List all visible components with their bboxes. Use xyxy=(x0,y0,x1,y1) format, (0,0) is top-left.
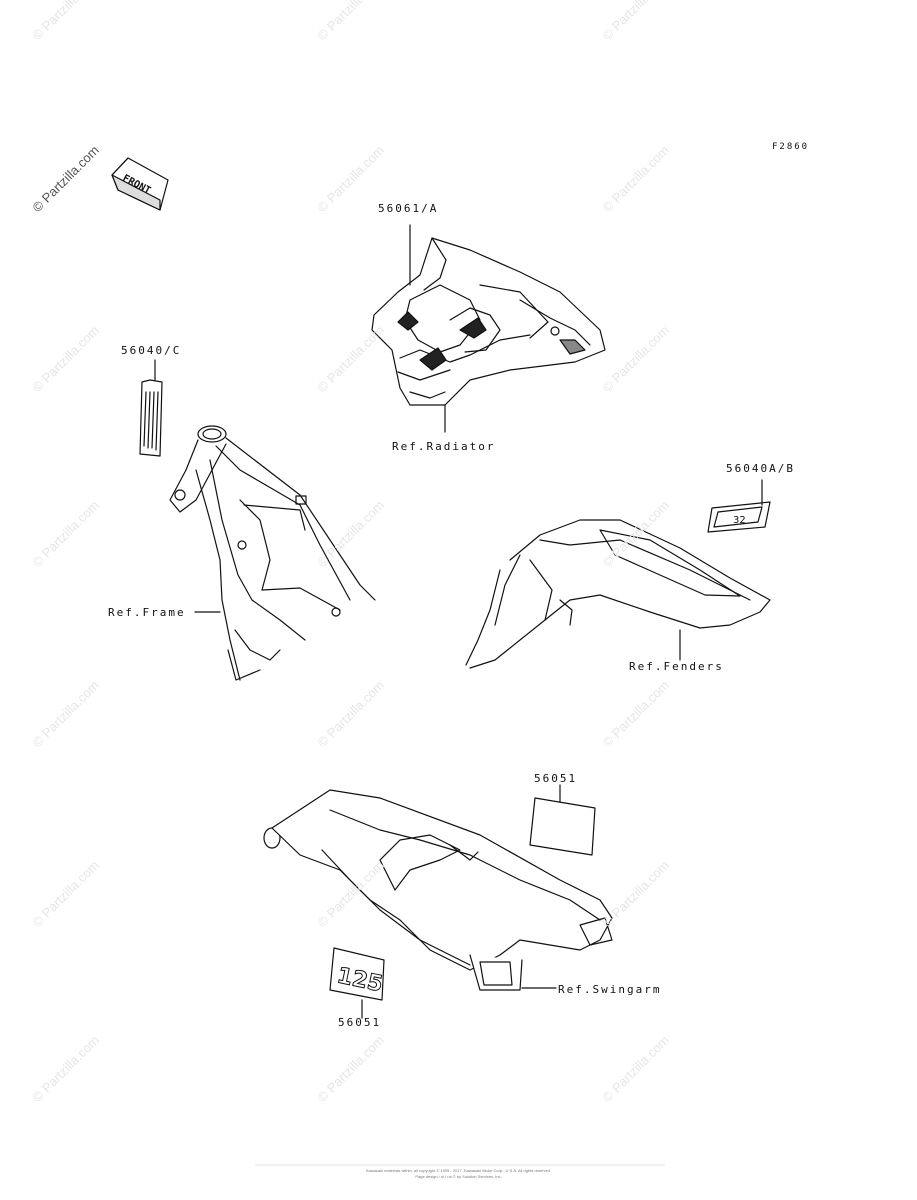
ref-fenders-label[interactable]: Ref.Fenders xyxy=(629,660,724,673)
diagram-code: F2860 xyxy=(772,142,810,152)
fender-drawing xyxy=(465,519,771,669)
frame-drawing xyxy=(169,425,376,681)
footer-credit: Page design / ui / ux © by Solution Serv… xyxy=(415,1174,502,1179)
swingarm-drawing xyxy=(263,789,613,991)
part-label-56051-bottom[interactable]: 56051 xyxy=(338,1016,382,1029)
part-label-56051-top[interactable]: 56051 xyxy=(534,772,578,785)
fender-decal-text: 32 xyxy=(733,515,746,526)
footer-copyright: Kawasaki materials within, all copyright… xyxy=(365,1168,552,1173)
radiator-shroud-drawing xyxy=(371,224,606,433)
swingarm-decal-top xyxy=(529,784,596,856)
part-label-56040ab[interactable]: 56040A/B xyxy=(726,462,795,475)
ref-swingarm-label[interactable]: Ref.Swingarm xyxy=(558,983,662,996)
fender-decal-56040ab xyxy=(707,479,771,533)
front-arrow-icon xyxy=(111,157,169,211)
swingarm-decal-bottom xyxy=(329,947,385,1019)
frame-decal-56040c xyxy=(139,359,163,457)
part-label-56040c[interactable]: 56040/C xyxy=(121,344,182,357)
ref-radiator-label[interactable]: Ref.Radiator xyxy=(392,440,496,453)
ref-frame-label[interactable]: Ref.Frame xyxy=(108,606,186,619)
part-label-56061a[interactable]: 56061/A xyxy=(378,202,439,215)
